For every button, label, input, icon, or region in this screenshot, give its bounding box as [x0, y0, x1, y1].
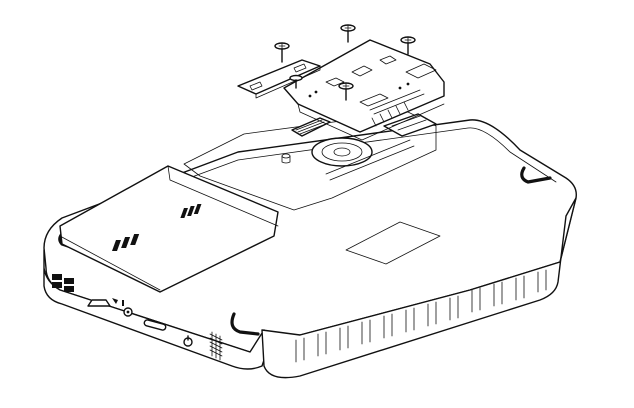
- lid-logo-bottom: [111, 234, 140, 251]
- usb-port-pair: [52, 274, 74, 292]
- hdmi-port: [87, 299, 111, 307]
- riser-board: [291, 117, 331, 137]
- cooling-fan: [311, 137, 373, 167]
- lid-logo-top: [180, 204, 202, 218]
- mounting-screws: [274, 24, 416, 101]
- cooling-ribs: [295, 269, 547, 363]
- daughter-board: [237, 59, 321, 99]
- io-ports: [52, 274, 223, 361]
- hinged-lid: [59, 165, 279, 293]
- power-button: [183, 335, 193, 347]
- front-vent-grille: [209, 331, 223, 361]
- circuit-board: [283, 39, 445, 141]
- screw-2: [340, 24, 356, 43]
- pin-header: [371, 101, 409, 127]
- screw-3: [400, 36, 416, 55]
- screw-5: [338, 82, 354, 101]
- board-components: [308, 55, 437, 115]
- status-icons: [112, 298, 124, 306]
- label-recess: [345, 221, 441, 265]
- interior: [183, 111, 437, 211]
- sd-card-slot: [143, 319, 167, 331]
- screw-4: [289, 74, 303, 89]
- screw-1: [274, 42, 290, 63]
